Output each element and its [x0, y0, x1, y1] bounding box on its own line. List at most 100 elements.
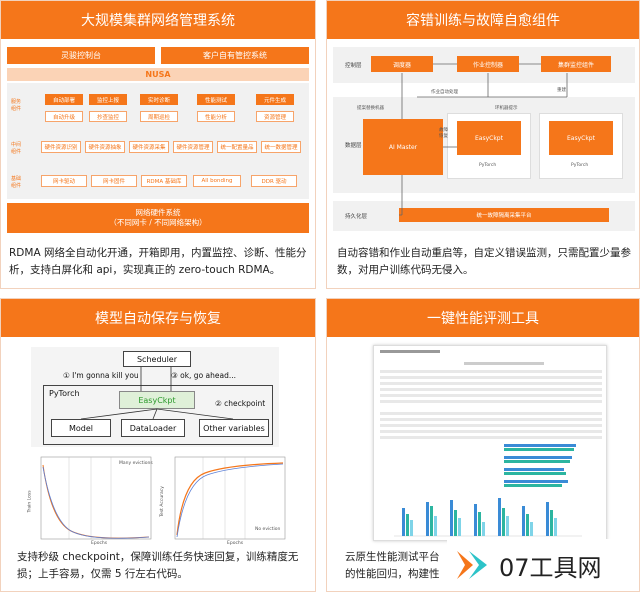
component-item: DDR 驱动	[251, 175, 297, 187]
pytorch-label: PyTorch	[49, 389, 80, 398]
legend-no-eviction: Many evictions	[119, 461, 153, 466]
component-item: 抄查监控	[89, 111, 127, 122]
component-item: 监控上报	[89, 94, 127, 105]
card-caption-line1: 云原生性能测试平台	[345, 551, 440, 563]
message-checkpoint: ② checkpoint	[215, 399, 266, 408]
easyckpt-box-a: EasyCkpt	[457, 121, 521, 155]
card-caption: 支持秒级 checkpoint，保障训练任务快速回复，训练精度无损；上手容易，仅…	[17, 551, 299, 580]
pytorch-label-a: PyTorch	[479, 163, 497, 168]
card-checkpoint: 模型自动保存与恢复 Scheduler ① I'm gonna kill you…	[0, 298, 316, 592]
note-auto-process: 作业自动处理	[431, 90, 458, 95]
hardware-title: 网络硬件系统	[135, 208, 181, 217]
component-item: 实时诊断	[140, 94, 178, 105]
card-caption: 自动容错和作业自动重启等，自定义错误监测，只需配置少量参数，对用户训练代码无侵入…	[337, 247, 631, 276]
message-kill: ① I'm gonna kill you	[63, 371, 139, 380]
control-layer-label: 控制层	[345, 63, 362, 69]
component-item: 网卡固件	[91, 175, 137, 187]
message-ok: ③ ok, go ahead...	[171, 371, 237, 380]
component-item: 元件生成	[256, 94, 294, 105]
card-title: 容错训练与故障自愈组件	[327, 1, 639, 39]
component-item: 硬件资源采集	[129, 141, 169, 153]
other-variables-node: Other variables	[199, 419, 269, 437]
hbar	[504, 456, 572, 459]
card-title: 模型自动保存与恢复	[1, 299, 315, 337]
card-perf-tool: 一键性能评测工具	[326, 298, 640, 592]
accuracy-xlabel: Epochs	[227, 541, 244, 546]
component-item: 性能分析	[197, 111, 235, 122]
card-fault-tolerance: 容错训练与故障自愈组件 控制层 数据层 持久化层 调度器 作业控制器 集群监控组…	[326, 0, 640, 289]
scheduler-node: Scheduler	[123, 351, 191, 367]
card-title: 一键性能评测工具	[327, 299, 639, 337]
hbar	[504, 484, 562, 487]
report-tab-a	[464, 362, 544, 365]
easyckpt-node: EasyCkpt	[119, 391, 195, 409]
hardware-subtitle: （不同网卡 / 不同网络架构）	[109, 218, 207, 227]
hbar	[504, 480, 568, 483]
cluster-monitor-box: 集群监控组件	[541, 56, 611, 72]
report-row	[380, 418, 602, 421]
row-label-service: 服务 组件	[11, 99, 22, 112]
hardware-bar: 网络硬件系统 （不同网卡 / 不同网络架构）	[7, 203, 309, 233]
watermark-text: 07工具网	[499, 553, 602, 582]
report-row	[380, 436, 602, 439]
watermark-logo-icon	[457, 551, 487, 579]
diagram-arrows	[80, 367, 234, 420]
data-layer-label: 数据层	[345, 143, 362, 149]
storage-bar: 统一故障隔离采集平台	[399, 208, 609, 222]
hbar	[504, 448, 574, 451]
component-item: 资源管理	[256, 111, 294, 122]
card-title: 大规模集群网络管理系统	[1, 1, 315, 39]
component-item: 统一数据管理	[261, 141, 301, 153]
nusa-bar: NUSA	[7, 68, 309, 81]
pytorch-label-b: PyTorch	[571, 163, 589, 168]
row-label-base: 基础 组件	[11, 176, 22, 189]
component-item: 硬件资源管理	[173, 141, 213, 153]
component-item: 网卡驱动	[41, 175, 87, 187]
scheduler-box: 调度器	[371, 56, 433, 72]
report-row	[380, 412, 602, 415]
report-row	[380, 400, 602, 403]
report-bar-chart	[394, 498, 582, 537]
component-item: 统一配置量品	[217, 141, 257, 153]
row-label-middle: 中间 组件	[11, 142, 22, 155]
report-row	[380, 388, 602, 391]
job-controller-box: 作业控制器	[457, 56, 519, 72]
dataloader-node: DataLoader	[121, 419, 185, 437]
pytorch-frame	[43, 385, 273, 445]
report-row	[380, 424, 602, 427]
legend-many-evictions: No eviction	[255, 527, 281, 532]
component-item: 硬件资源识别	[41, 141, 81, 153]
customer-system-button[interactable]: 客户自有管控系统	[161, 47, 309, 64]
note-rebuild: 重建	[557, 88, 566, 93]
card-caption-line2: 的性能回归，构建性	[345, 568, 440, 580]
component-item: 硬件资源抽象	[85, 141, 125, 153]
hbar	[504, 472, 566, 475]
report-row	[380, 370, 602, 373]
model-node: Model	[51, 419, 111, 437]
card-caption: RDMA 网络全自动化开通，开箱即用，内置监控、诊断、性能分析，支持白屏化和 a…	[9, 247, 307, 276]
report-screenshot	[373, 345, 607, 541]
report-row	[380, 430, 602, 433]
loss-ylabel: Train Loss	[27, 490, 33, 513]
note-machine-hint: 环机器提示	[495, 106, 518, 111]
component-item: 自动升级	[45, 111, 83, 122]
component-item: 自动部署	[45, 94, 83, 105]
ai-master-box: AI Master	[363, 119, 443, 175]
component-item: 性能测试	[197, 94, 235, 105]
persist-layer-label: 持久化层	[345, 214, 368, 220]
report-row	[380, 376, 602, 379]
hbar	[504, 460, 570, 463]
loss-xlabel: Epochs	[91, 541, 108, 546]
watermark: 07工具网	[447, 539, 639, 591]
console-button[interactable]: 灵骏控制台	[7, 47, 155, 64]
component-item: 周期巡检	[140, 111, 178, 122]
hbar	[504, 444, 576, 447]
accuracy-chart	[174, 456, 286, 540]
report-row	[380, 394, 602, 397]
hbar	[504, 468, 564, 471]
report-row	[380, 382, 602, 385]
card-large-cluster: 大规模集群网络管理系统 灵骏控制台 客户自有管控系统 NUSA 服务 组件 中间…	[0, 0, 316, 289]
note-recover: 故障 恢复	[439, 128, 448, 139]
flow-arrows	[399, 63, 568, 216]
component-item: All bonding	[193, 175, 241, 187]
